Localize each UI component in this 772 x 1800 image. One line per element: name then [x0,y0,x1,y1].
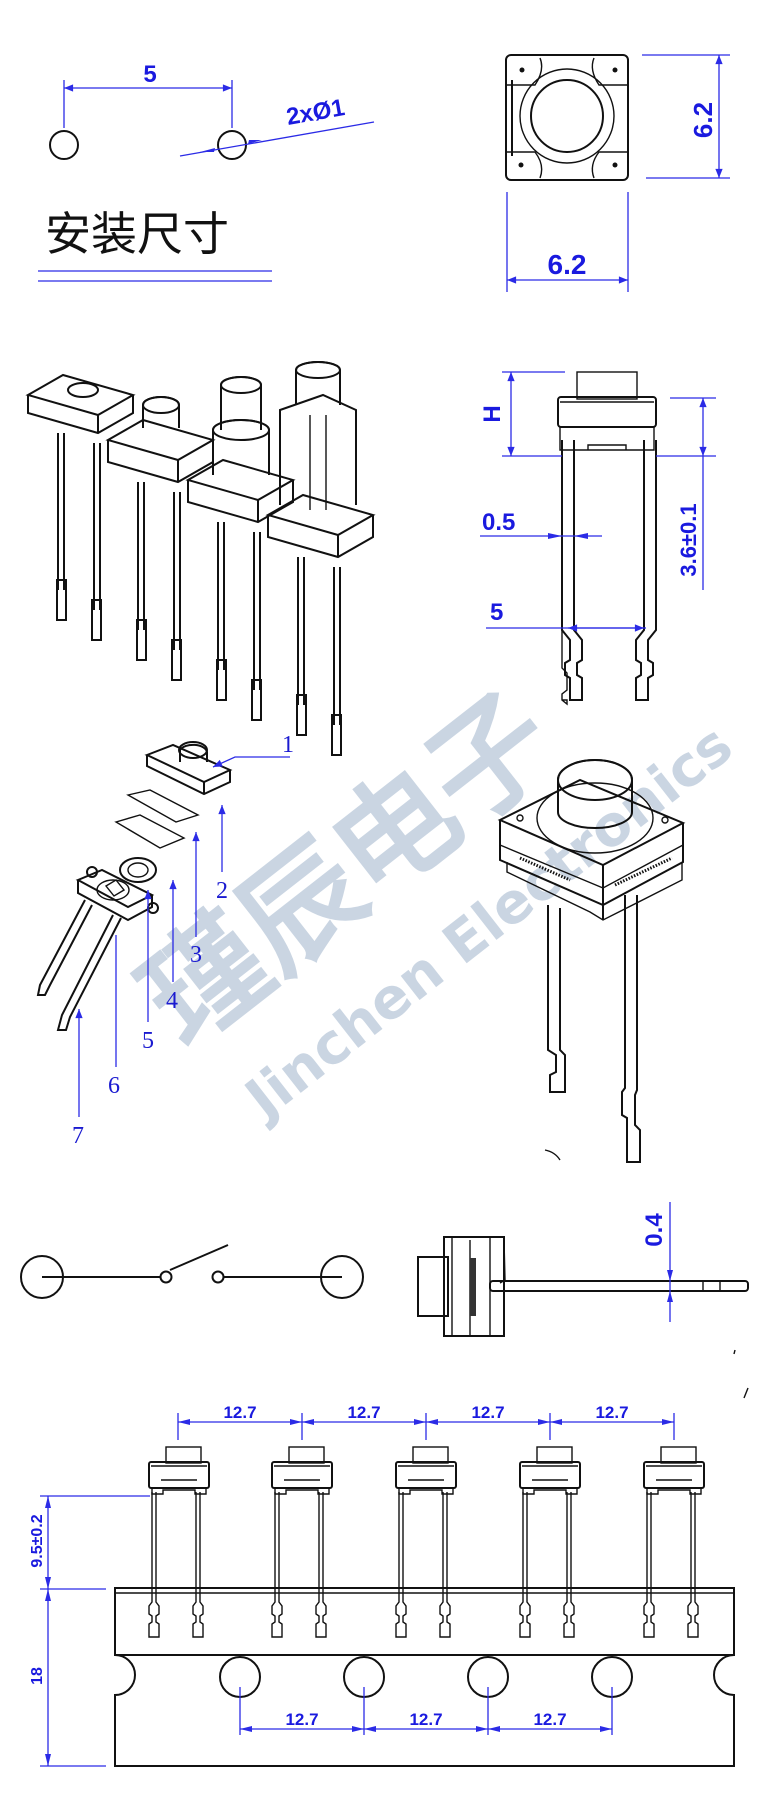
tape-switch-5 [643,1446,705,1638]
height-above-tape-label: 9.5±0.2 [29,1514,46,1567]
top-height-label: 6.2 [688,102,718,138]
h-label: H [479,405,506,422]
callout-4: 4 [166,988,178,1014]
hole-label: 2xØ1 [284,94,347,131]
side-view: H 3.6±0.1 0.5 5 [479,371,716,706]
pin-pitch-label: 5 [490,599,503,626]
pin-width-label: 0.5 [482,509,515,536]
mounting-footprint: 5 2xØ1 安装尺寸 [38,61,375,282]
footprint-title: 安装尺寸 [45,207,229,261]
callout-3: 3 [190,942,202,968]
callout-1: 1 [282,732,294,758]
exploded-view: 1 2 3 4 5 6 7 [36,732,294,1149]
thickness-label: 0.4 [641,1213,668,1247]
bottom-pitch-2: 12.7 [409,1710,442,1729]
callout-5: 5 [142,1028,154,1054]
top-width-label: 6.2 [548,249,587,280]
callout-2: 2 [216,878,228,904]
tape-packaging: 12.7 12.7 12.7 12.7 12.7 12.7 12.7 9.5±0… [29,1349,749,1767]
tape-switch-3 [395,1446,457,1638]
top-pitch-3: 12.7 [471,1403,504,1422]
pitch-label: 5 [143,61,156,88]
callout-6: 6 [108,1073,120,1099]
variants-view [25,361,376,756]
top-view: 6.2 6.2 [505,54,730,292]
tape-switch-4 [519,1446,581,1638]
iso-view [497,759,686,1163]
watermark: 瑾辰电子 Jinchen Electronics [117,668,744,1134]
bottom-pitch-3: 12.7 [533,1710,566,1729]
top-pitch-4: 12.7 [595,1403,628,1422]
profile-view: 0.4 [417,1202,749,1337]
tape-width-label: 18 [29,1667,46,1685]
tape-switch-1 [148,1446,210,1638]
switch-schematic [20,1244,364,1299]
tape-switch-2 [271,1446,333,1638]
top-pitch-2: 12.7 [347,1403,380,1422]
body-height-label: 3.6±0.1 [676,503,701,576]
top-pitch-1: 12.7 [223,1403,256,1422]
bottom-pitch-1: 12.7 [285,1710,318,1729]
callout-7: 7 [72,1123,84,1149]
